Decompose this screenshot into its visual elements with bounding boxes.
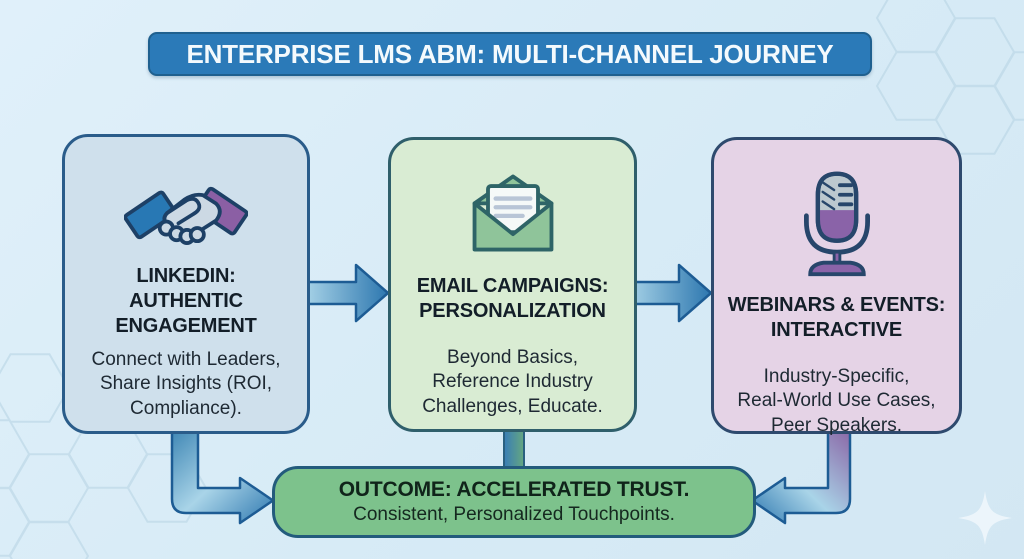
arrow-right-icon bbox=[631, 263, 713, 323]
outcome-box: OUTCOME: ACCELERATED TRUST. Consistent, … bbox=[272, 466, 756, 538]
arrow-right-icon bbox=[308, 263, 390, 323]
microphone-icon bbox=[803, 171, 870, 277]
card-body: Beyond Basics, Reference Industry Challe… bbox=[422, 347, 603, 417]
journey-card-linkedin: LINKEDIN: AUTHENTIC ENGAGEMENT Connect w… bbox=[62, 134, 310, 434]
journey-card-email: EMAIL CAMPAIGNS: PERSONALIZATION Beyond … bbox=[388, 137, 637, 432]
title-banner: ENTERPRISE LMS ABM: MULTI-CHANNEL JOURNE… bbox=[148, 32, 872, 76]
card-icon-wrap bbox=[793, 166, 881, 279]
card-icon-wrap bbox=[463, 166, 563, 260]
handshake-icon bbox=[124, 186, 248, 245]
card-body: Industry-Specific, Real-World Use Cases,… bbox=[737, 366, 936, 436]
card-body: Connect with Leaders, Share Insights (RO… bbox=[91, 349, 281, 419]
card-title: LINKEDIN: AUTHENTIC ENGAGEMENT bbox=[115, 264, 257, 337]
journey-card-webinars: WEBINARS & EVENTS: INTERACTIVE Industry-… bbox=[711, 137, 962, 436]
card-title: WEBINARS & EVENTS: INTERACTIVE bbox=[727, 294, 946, 341]
page-title: ENTERPRISE LMS ABM: MULTI-CHANNEL JOURNE… bbox=[186, 38, 834, 69]
elbow-arrow-right-icon bbox=[750, 433, 852, 525]
card-title: EMAIL CAMPAIGNS: PERSONALIZATION bbox=[416, 275, 609, 323]
elbow-arrow-left-icon bbox=[170, 433, 275, 525]
open-envelope-icon bbox=[472, 174, 553, 252]
sparkle-icon bbox=[958, 491, 1012, 545]
connector-icon bbox=[503, 428, 525, 470]
hexagon-cluster-top-right bbox=[876, 0, 1024, 155]
card-icon-wrap bbox=[124, 163, 248, 262]
outcome-subtitle: Consistent, Personalized Touchpoints. bbox=[353, 504, 675, 525]
outcome-title: OUTCOME: ACCELERATED TRUST. bbox=[338, 478, 690, 501]
